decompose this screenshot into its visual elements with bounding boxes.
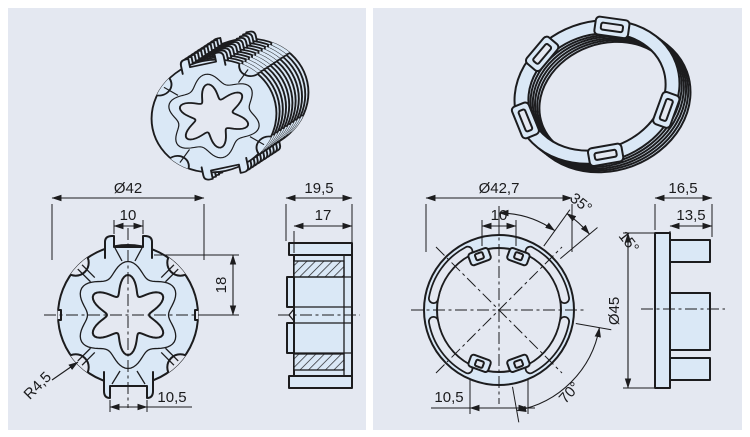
right-tab-middle [669,292,711,351]
right-drawing: Ø42,7 10 35° 15° 70° 10,5 16,5 13,5 Ø45 [411,15,725,423]
right-diagonal-centerline [435,246,563,374]
dim-right-diameter-label: Ø42,7 [479,180,520,197]
dim-left-slot-bottom-label: 10,5 [157,389,186,406]
dim-left-depth-total-label: 19,5 [304,180,333,197]
left-hatch-top [293,260,345,278]
right-tab-bottom [669,357,711,381]
dim-right-flange-diameter-label: Ø45 [606,297,623,325]
dim-right-angle-a-label: 35° [567,190,595,217]
right-flange [654,232,671,389]
right-bump [506,247,531,267]
left-drawing-panel: Ø42 10 19,5 17 18 R4,5 10,5 [8,8,366,430]
dim-right-angle-c-label: 70° [556,379,584,407]
right-side-view [641,232,725,389]
dim-left-radius-label: R4,5 [21,369,55,403]
dim-left-slot-top-label: 10 [120,207,137,224]
left-side-view [278,242,360,389]
right-drawing-panel: Ø42,7 10 35° 15° 70° 10,5 16,5 13,5 Ø45 [373,8,742,430]
left-3d-view [146,30,314,181]
dim-right-slot-bottom-label: 10,5 [434,389,463,406]
right-bump [467,353,492,373]
dim-right-depth-total-label: 16,5 [668,180,697,197]
right-front-view [411,222,587,404]
right-tab-top [669,239,711,263]
dim-right-depth-tab-label: 13,5 [676,207,705,224]
dim-left-diameter-label: Ø42 [114,180,142,197]
dim-left-depth-body-label: 17 [315,207,332,224]
dim-left-half-height-label: 18 [213,277,230,294]
right-bump [467,247,492,267]
left-hatch-bottom [293,353,345,371]
left-drawing: Ø42 10 19,5 17 18 R4,5 10,5 [21,30,360,412]
right-3d-view [510,15,692,174]
